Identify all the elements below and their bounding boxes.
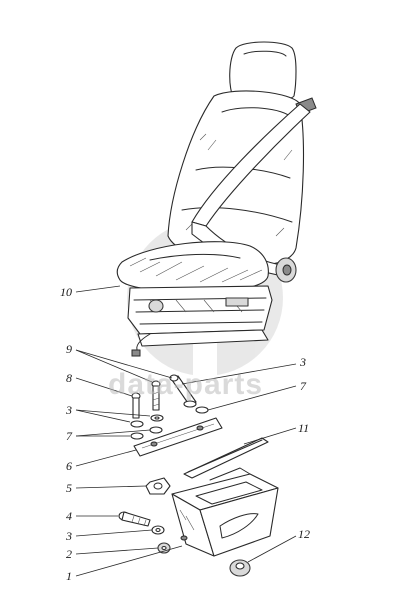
leader-lines (75, 285, 297, 577)
callout-2: 2 (66, 547, 72, 561)
rail-left (133, 417, 223, 457)
bushing-12 (229, 559, 251, 577)
headrest (229, 41, 297, 103)
callout-11: 11 (298, 421, 309, 435)
callout-6: 6 (66, 459, 72, 473)
bolt-8 (131, 392, 141, 419)
washers (130, 400, 209, 440)
callout-7-left: 7 (66, 429, 73, 443)
callout-5: 5 (66, 481, 72, 495)
watermark-text: data-parts (108, 368, 263, 401)
callout-3-right: 3 (299, 355, 306, 369)
callout-3-upper-left: 3 (65, 403, 72, 417)
callout-9: 9 (66, 342, 72, 356)
rail-right (183, 437, 269, 479)
base-bracket (171, 467, 279, 557)
nut-5 (145, 477, 171, 495)
callout-7-right: 7 (300, 379, 307, 393)
seat-cushion (116, 241, 269, 293)
seat-assembly (116, 41, 317, 357)
callout-8: 8 (66, 371, 72, 385)
callout-3-lower-left: 3 (65, 529, 72, 543)
callout-12: 12 (298, 527, 310, 541)
bolt-4 (118, 511, 151, 527)
callouts: 10 9 8 3 7 6 5 4 3 2 1 3 7 11 12 (60, 285, 310, 583)
bolt-9 (151, 380, 161, 411)
callout-4: 4 (66, 509, 72, 523)
bolt-9b (169, 374, 197, 407)
callout-10: 10 (60, 285, 72, 299)
callout-1: 1 (66, 569, 72, 583)
